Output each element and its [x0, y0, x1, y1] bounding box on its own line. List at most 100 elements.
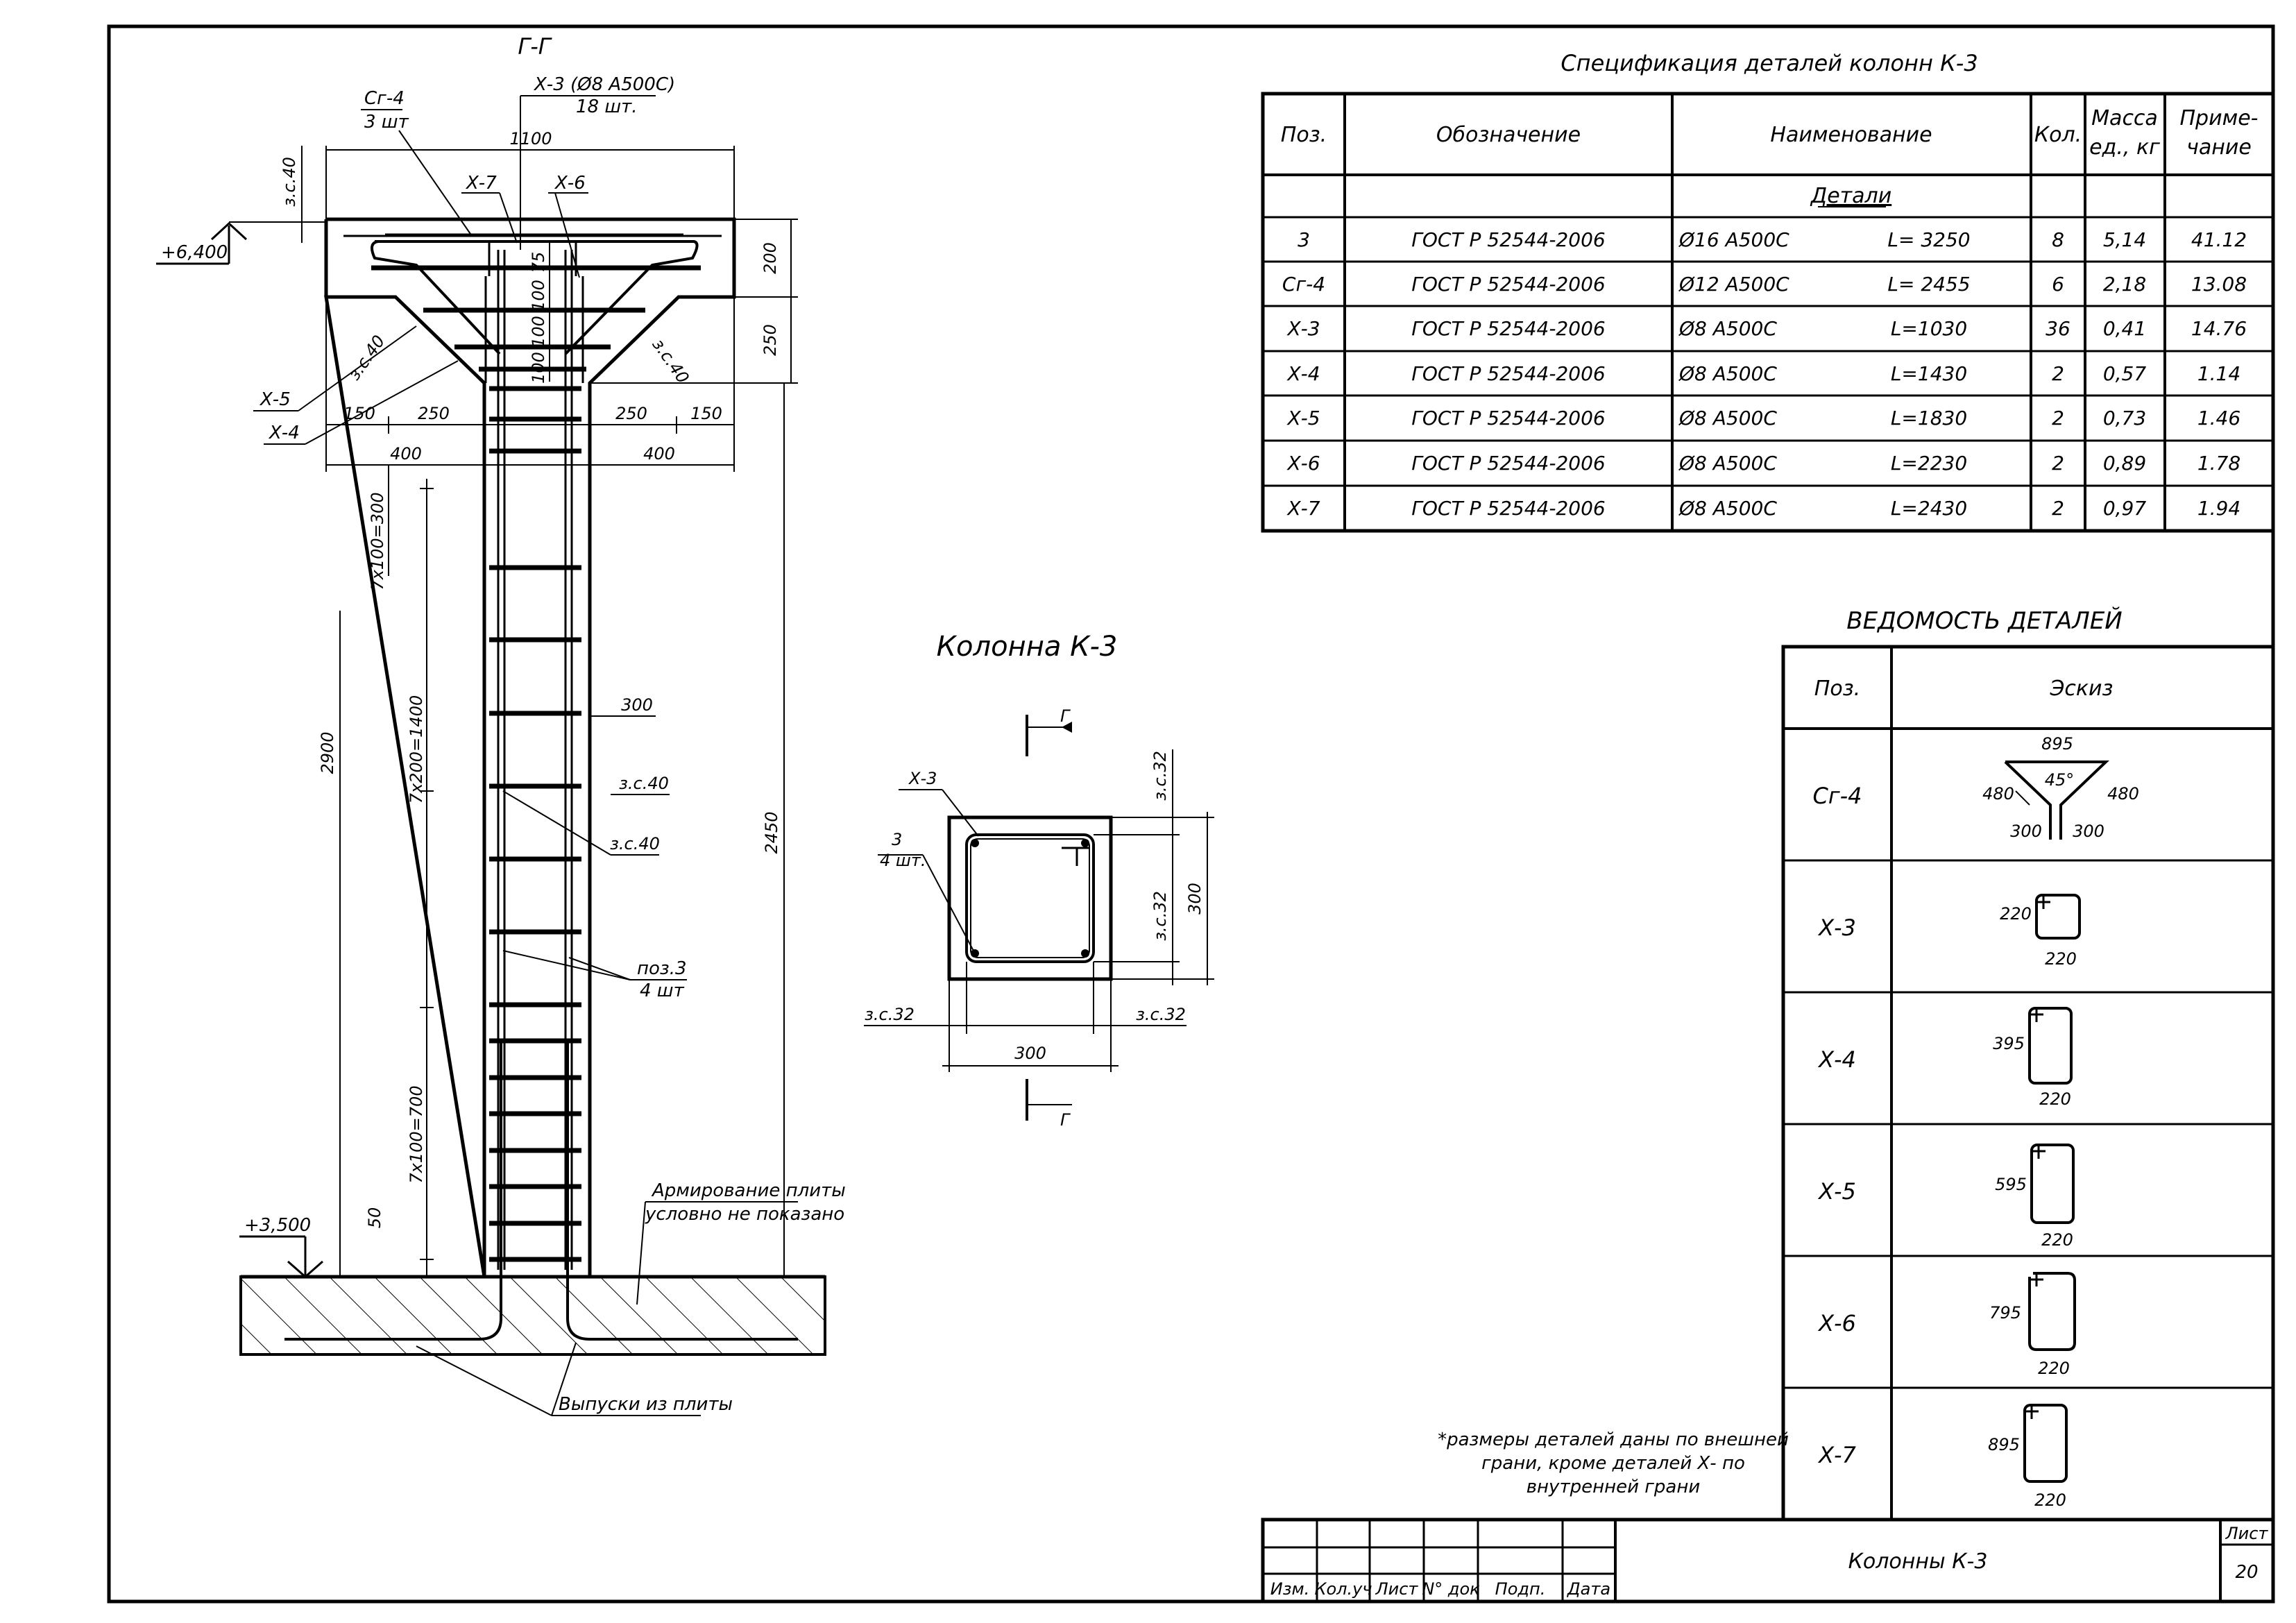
- tb-col-ndok: N° док: [1422, 1579, 1480, 1599]
- svg-text:100: 100: [529, 280, 548, 312]
- svg-text:4 шт: 4 шт: [640, 980, 685, 1001]
- sketch-x7: Х-7 895 220: [1817, 1404, 2068, 1510]
- svg-text:Х-3 (Ø8 А500С): Х-3 (Ø8 А500С): [533, 74, 675, 95]
- spec-cell-poz: Сг-4: [1282, 273, 1325, 296]
- tb-col-data: Дата: [1567, 1579, 1610, 1599]
- svg-text:220: 220: [2039, 1089, 2071, 1109]
- svg-text:595: 595: [1995, 1175, 2027, 1194]
- spec-cell-doc: ГОСТ Р 52544-2006: [1411, 497, 1605, 520]
- spec-cell-mass: 0,89: [2103, 452, 2146, 475]
- spec-cell-doc: ГОСТ Р 52544-2006: [1411, 407, 1605, 430]
- tb-col-kolich: Кол.уч: [1314, 1579, 1372, 1599]
- svg-text:Сг-4: Сг-4: [364, 88, 405, 109]
- svg-text:250: 250: [418, 404, 450, 423]
- section-dimensions: 1100 200 250 75 100 100 100 з.с.40 з.с.4…: [280, 129, 798, 1277]
- svg-text:з.с.32: з.с.32: [865, 1005, 915, 1024]
- svg-text:300: 300: [1014, 1044, 1046, 1063]
- section-label: Г-Г: [518, 33, 552, 60]
- spec-cell-poz: Х-4: [1286, 362, 1320, 385]
- svg-text:3: 3: [892, 830, 902, 849]
- svg-text:+6,400: +6,400: [161, 242, 228, 263]
- svg-text:4 шт.: 4 шт.: [880, 851, 926, 870]
- svg-text:220: 220: [2038, 1359, 2070, 1378]
- svg-text:Х-6: Х-6: [554, 173, 586, 194]
- tb-title: Колонны К-3: [1848, 1549, 1988, 1574]
- svg-text:250: 250: [615, 404, 647, 423]
- spec-cell-note: 13.08: [2191, 273, 2247, 296]
- svg-text:300: 300: [1185, 883, 1205, 915]
- details-header-poz: Поз.: [1814, 677, 1860, 701]
- svg-text:220: 220: [2041, 1230, 2073, 1250]
- svg-text:50: 50: [365, 1207, 384, 1229]
- svg-text:Выпуски из плиты: Выпуски из плиты: [559, 1394, 733, 1415]
- tb-col-izm: Изм.: [1270, 1579, 1309, 1599]
- svg-text:грани, кроме деталей Х- по: грани, кроме деталей Х- по: [1481, 1453, 1745, 1474]
- svg-text:з.с.40: з.с.40: [619, 774, 669, 793]
- svg-text:з.с.40: з.с.40: [280, 157, 299, 207]
- spec-cell-doc: ГОСТ Р 52544-2006: [1411, 362, 1605, 385]
- spec-cell-note: 14.76: [2191, 317, 2247, 340]
- callout-outlets: Выпуски из плиты: [416, 1342, 733, 1416]
- spec-cell-doc: ГОСТ Р 52544-2006: [1411, 228, 1605, 251]
- spec-cell-poz: Х-5: [1286, 407, 1320, 430]
- svg-text:Армирование плиты: Армирование плиты: [651, 1180, 846, 1201]
- svg-text:*размеры деталей даны по внеш: *размеры деталей даны по внешней: [1438, 1429, 1789, 1450]
- spec-cell-bar: Ø8 А500С: [1678, 452, 1777, 475]
- svg-text:480: 480: [1982, 784, 2014, 804]
- spec-table-title: Спецификация деталей колонн К-3: [1561, 50, 1978, 76]
- spec-cell-length: L=1430: [1891, 362, 1967, 385]
- svg-text:з.с.32: з.с.32: [1150, 891, 1170, 941]
- sketch-x4: Х-4 395 220: [1817, 1007, 2073, 1109]
- spec-header-mass-1: Масса: [2091, 106, 2158, 130]
- spec-cell-qty: 8: [2052, 228, 2064, 251]
- spec-cell-length: L=1030: [1891, 317, 1967, 340]
- svg-text:220: 220: [2034, 1490, 2066, 1510]
- sketch-x3: Х-3 220 220: [1817, 894, 2081, 969]
- svg-text:220: 220: [2000, 904, 2032, 924]
- sketch-x6: Х-6 795 220: [1817, 1272, 2076, 1378]
- svg-text:200: 200: [760, 242, 780, 274]
- spec-header-mass-2: ед., кг: [2089, 135, 2160, 160]
- spec-header-doc: Обозначение: [1436, 123, 1581, 147]
- spec-cell-poz: Х-7: [1286, 497, 1320, 520]
- svg-text:+3,500: +3,500: [244, 1215, 311, 1236]
- svg-text:з.с.40: з.с.40: [610, 834, 660, 853]
- spec-table: Спецификация деталей колонн К-3 Поз. Обо…: [1261, 50, 2275, 533]
- svg-text:7х100=700: 7х100=700: [407, 1085, 426, 1183]
- svg-text:Х-7: Х-7: [465, 173, 497, 194]
- spec-cell-mass: 0,97: [2103, 497, 2147, 520]
- spec-cell-note: 41.12: [2191, 228, 2247, 251]
- callout-slab-note: Армирование плиты условно не показано: [636, 1180, 846, 1305]
- spec-cell-poz: 3: [1298, 228, 1310, 251]
- svg-text:18 шт.: 18 шт.: [576, 96, 638, 117]
- detail-note: *размеры деталей даны по внешней грани, …: [1438, 1429, 1789, 1497]
- svg-text:3 шт: 3 шт: [364, 112, 409, 133]
- cross-section-outline: [947, 815, 1113, 981]
- spec-cell-mass: 0,41: [2103, 317, 2146, 340]
- spec-cell-bar: Ø12 А500С: [1678, 273, 1789, 296]
- svg-text:Х-3: Х-3: [908, 769, 937, 788]
- spec-cell-doc: ГОСТ Р 52544-2006: [1411, 317, 1605, 340]
- svg-text:з.с.40: з.с.40: [649, 335, 693, 387]
- svg-text:2450: 2450: [762, 811, 781, 853]
- svg-text:з.с.40: з.с.40: [344, 332, 389, 384]
- spec-cell-bar: Ø8 А500С: [1678, 317, 1777, 340]
- callouts-top: Сг-4 3 шт Х-3 (Ø8 А500С) 18 шт. Х-7 Х-6 …: [253, 74, 675, 445]
- details-table: ВЕДОМОСТЬ ДЕТАЛЕЙ Поз. Эскиз Сг-4 895 45…: [1781, 606, 2275, 1522]
- details-header-sketch: Эскиз: [2049, 677, 2113, 701]
- svg-text:Х-5: Х-5: [259, 389, 291, 410]
- svg-text:Х-4: Х-4: [1817, 1046, 1856, 1073]
- svg-text:300: 300: [2073, 822, 2104, 841]
- column-title: Колонна К-3: [937, 631, 1118, 663]
- spec-cell-mass: 2,18: [2103, 273, 2146, 296]
- svg-text:895: 895: [2041, 734, 2073, 754]
- svg-text:250: 250: [760, 324, 780, 356]
- spec-cell-qty: 2: [2052, 362, 2064, 385]
- svg-text:2900: 2900: [318, 731, 337, 774]
- svg-text:75: 75: [529, 252, 548, 273]
- svg-text:400: 400: [643, 444, 675, 464]
- spec-cell-bar: Ø8 А500С: [1678, 362, 1777, 385]
- svg-text:400: 400: [390, 444, 422, 464]
- sketch-sg4: Сг-4 895 45° 480 480 300 300: [1812, 734, 2138, 841]
